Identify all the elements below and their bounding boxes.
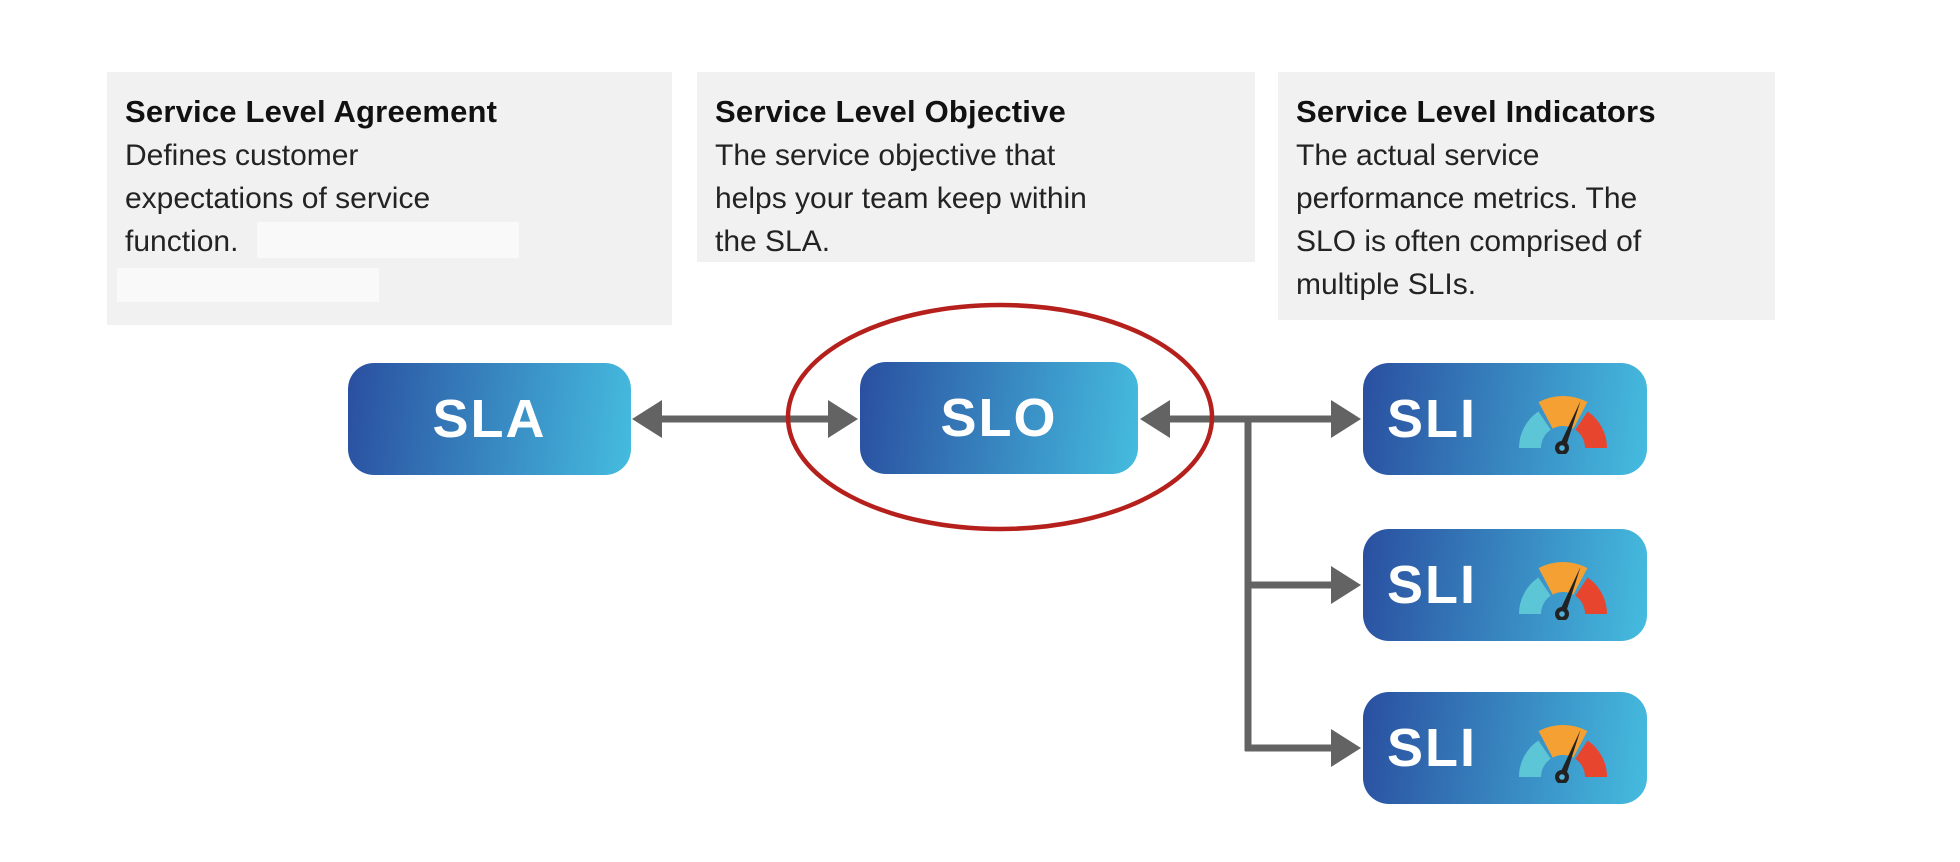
arrowhead-right bbox=[1331, 566, 1361, 604]
card-body: The service objective that helps your te… bbox=[715, 139, 1087, 258]
card-title: Service Level Objective bbox=[715, 94, 1066, 129]
node-label: SLO bbox=[940, 388, 1058, 448]
card-body: Defines customer expectations of service… bbox=[125, 139, 431, 258]
node-sli-1: SLI bbox=[1363, 363, 1647, 475]
node-sli-2: SLI bbox=[1363, 529, 1647, 641]
gauge-icon bbox=[1519, 725, 1607, 783]
card-title: Service Level Indicators bbox=[1296, 94, 1656, 129]
node-sli-3: SLI bbox=[1363, 692, 1647, 804]
gauge-icon bbox=[1519, 562, 1607, 620]
node-slo: SLO bbox=[860, 362, 1138, 474]
node-label: SLI bbox=[1386, 555, 1477, 615]
slo-definition-card: Service Level Objective The service obje… bbox=[697, 72, 1255, 262]
arrowhead-left bbox=[1140, 400, 1170, 438]
arrowhead-left bbox=[632, 400, 662, 438]
redacted-text-line bbox=[257, 222, 519, 258]
node-sla: SLA bbox=[348, 363, 631, 475]
node-label: SLA bbox=[432, 389, 547, 449]
node-label: SLI bbox=[1386, 718, 1477, 778]
gauge-icon bbox=[1519, 396, 1607, 454]
node-label: SLI bbox=[1386, 389, 1477, 449]
redacted-text-line bbox=[117, 268, 379, 302]
card-body: The actual service performance metrics. … bbox=[1296, 139, 1642, 301]
sla-definition-card: Service Level Agreement Defines customer… bbox=[107, 72, 672, 325]
arrowhead-right bbox=[1331, 400, 1361, 438]
card-title: Service Level Agreement bbox=[125, 94, 498, 129]
arrowhead-right bbox=[1331, 729, 1361, 767]
sli-definition-card: Service Level Indicators The actual serv… bbox=[1278, 72, 1775, 320]
arrowhead-right bbox=[828, 400, 858, 438]
